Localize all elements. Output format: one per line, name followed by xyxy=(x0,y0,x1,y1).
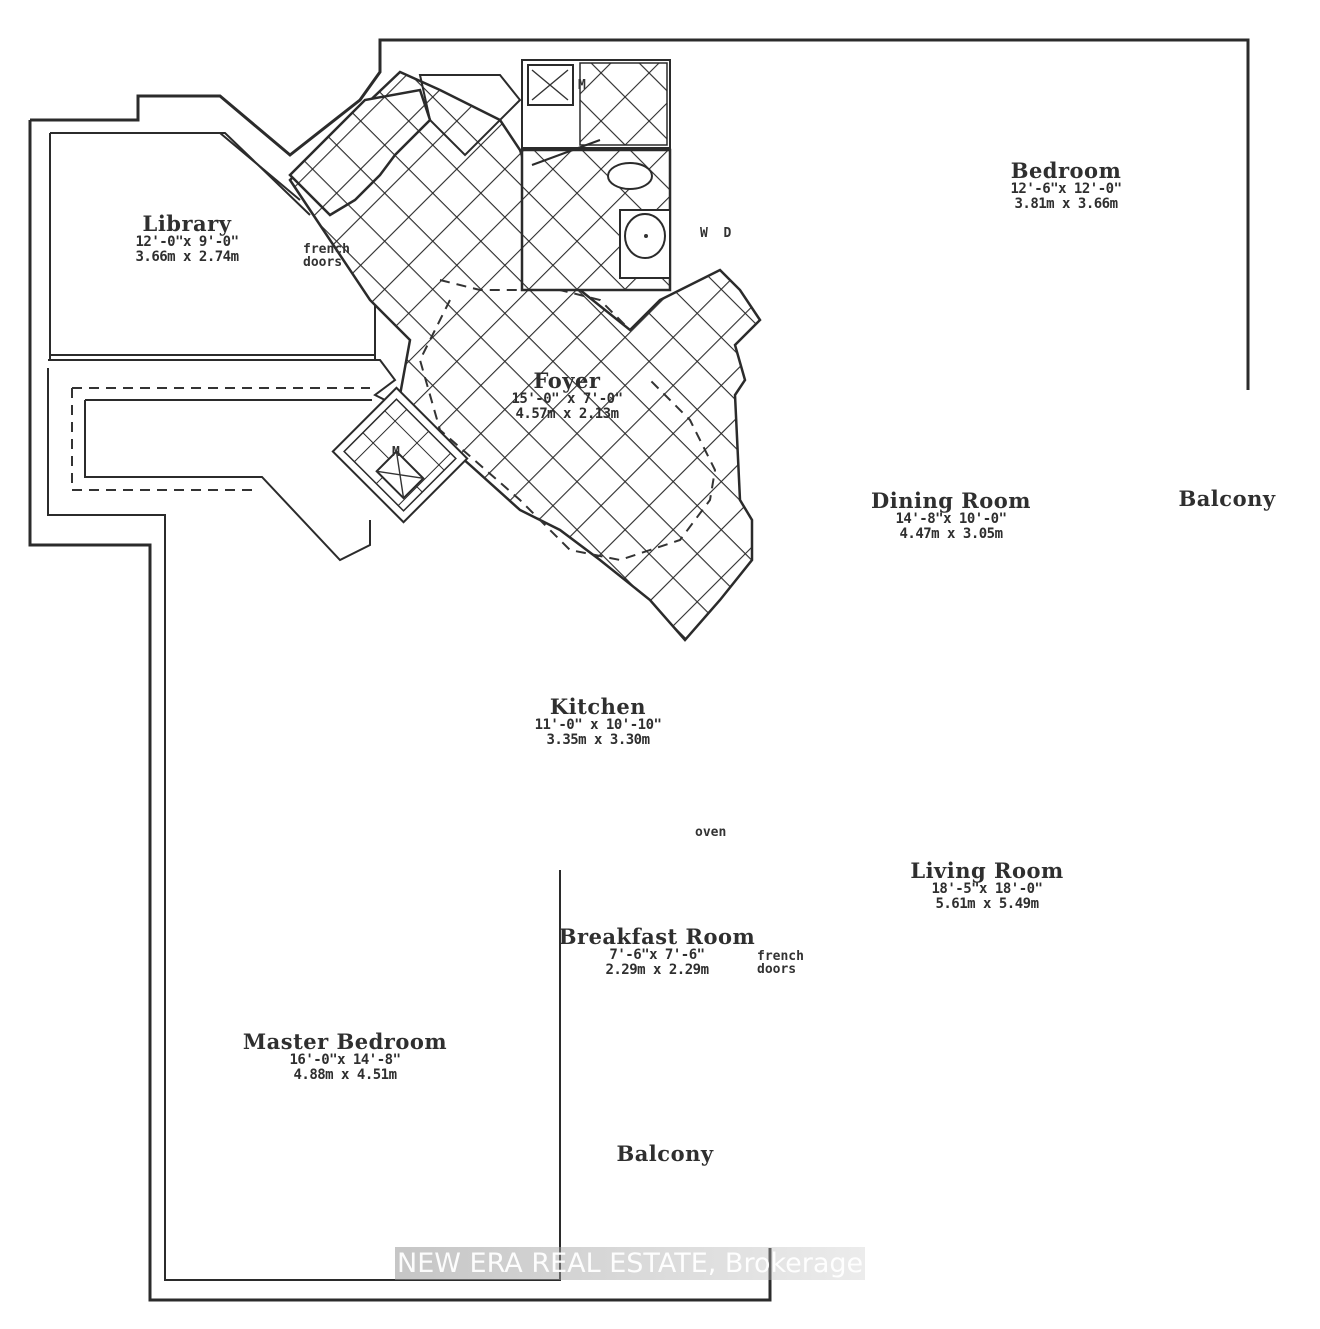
room-name: Breakfast Room xyxy=(558,924,756,949)
room-dim-imperial: 14'-8"x 10'-0" xyxy=(895,511,1007,528)
room-dim-metric: 3.66m x 2.74m xyxy=(135,248,239,265)
library-room xyxy=(50,132,375,356)
room-label-breakfast-room: Breakfast Room 7'-6"x 7'-6" 2.29m x 2.29… xyxy=(558,924,756,978)
room-name: Bedroom xyxy=(1010,158,1122,183)
room-name: Balcony xyxy=(1178,486,1276,511)
note-french-doors-living: french doors xyxy=(757,949,804,977)
powder-room xyxy=(520,59,672,292)
room-dim-metric: 3.81m x 3.66m xyxy=(1014,195,1118,212)
room-label-kitchen: Kitchen 11'-0" x 10'-10" 3.35m x 3.30m xyxy=(534,694,662,748)
washer-dryer-label: W D xyxy=(700,226,732,241)
room-dim-imperial: 12'-0"x 9'-0" xyxy=(135,234,239,251)
room-label-master-bedroom: Master Bedroom 16'-0"x 14'-8" 4.88m x 4.… xyxy=(242,1029,448,1083)
room-label-library: Library 12'-0"x 9'-0" 3.66m x 2.74m xyxy=(135,211,239,265)
room-name: Balcony xyxy=(616,1141,714,1166)
room-label-foyer: Foyer 15'-0" x 7'-0" 4.57m x 2.13m xyxy=(511,368,623,422)
room-name: Foyer xyxy=(533,368,601,393)
room-label-balcony-south: Balcony xyxy=(616,1141,714,1166)
room-dim-imperial: 7'-6"x 7'-6" xyxy=(609,947,705,964)
closet-mechanical-foyer xyxy=(331,386,469,524)
exterior-walls xyxy=(28,38,1250,1302)
room-dim-imperial: 18'-5"x 18'-0" xyxy=(931,881,1043,898)
room-dim-imperial: 16'-0"x 14'-8" xyxy=(289,1052,401,1069)
mechanical-label-foyer: M xyxy=(392,445,400,460)
room-name: Master Bedroom xyxy=(242,1029,448,1054)
note-french-doors-library: french doors xyxy=(303,242,350,270)
room-dim-metric: 4.47m x 3.05m xyxy=(899,525,1003,542)
room-label-living-room: Living Room 18'-5"x 18'-0" 5.61m x 5.49m xyxy=(910,858,1064,912)
room-dim-metric: 4.88m x 4.51m xyxy=(293,1066,397,1083)
room-label-bedroom: Bedroom 12'-6"x 12'-0" 3.81m x 3.66m xyxy=(1010,158,1122,212)
room-label-balcony-east: Balcony xyxy=(1178,486,1276,511)
room-dim-imperial: 12'-6"x 12'-0" xyxy=(1010,181,1122,198)
brokerage-watermark: NEW ERA REAL ESTATE, Brokerage xyxy=(395,1247,866,1280)
closet-upper xyxy=(288,74,522,217)
room-dim-metric: 4.57m x 2.13m xyxy=(515,405,619,422)
room-name: Dining Room xyxy=(871,488,1031,513)
room-name: Living Room xyxy=(910,858,1064,883)
room-dim-metric: 3.35m x 3.30m xyxy=(546,731,650,748)
oven-label: oven xyxy=(695,825,727,840)
room-dim-imperial: 11'-0" x 10'-10" xyxy=(534,717,662,734)
room-dim-metric: 5.61m x 5.49m xyxy=(935,895,1039,912)
room-name: Library xyxy=(142,211,232,236)
room-dim-metric: 2.29m x 2.29m xyxy=(605,961,709,978)
room-label-dining-room: Dining Room 14'-8"x 10'-0" 4.47m x 3.05m xyxy=(871,488,1031,542)
room-name: Kitchen xyxy=(549,694,647,719)
mechanical-label-top: M xyxy=(578,78,586,93)
room-dim-imperial: 15'-0" x 7'-0" xyxy=(511,391,623,408)
